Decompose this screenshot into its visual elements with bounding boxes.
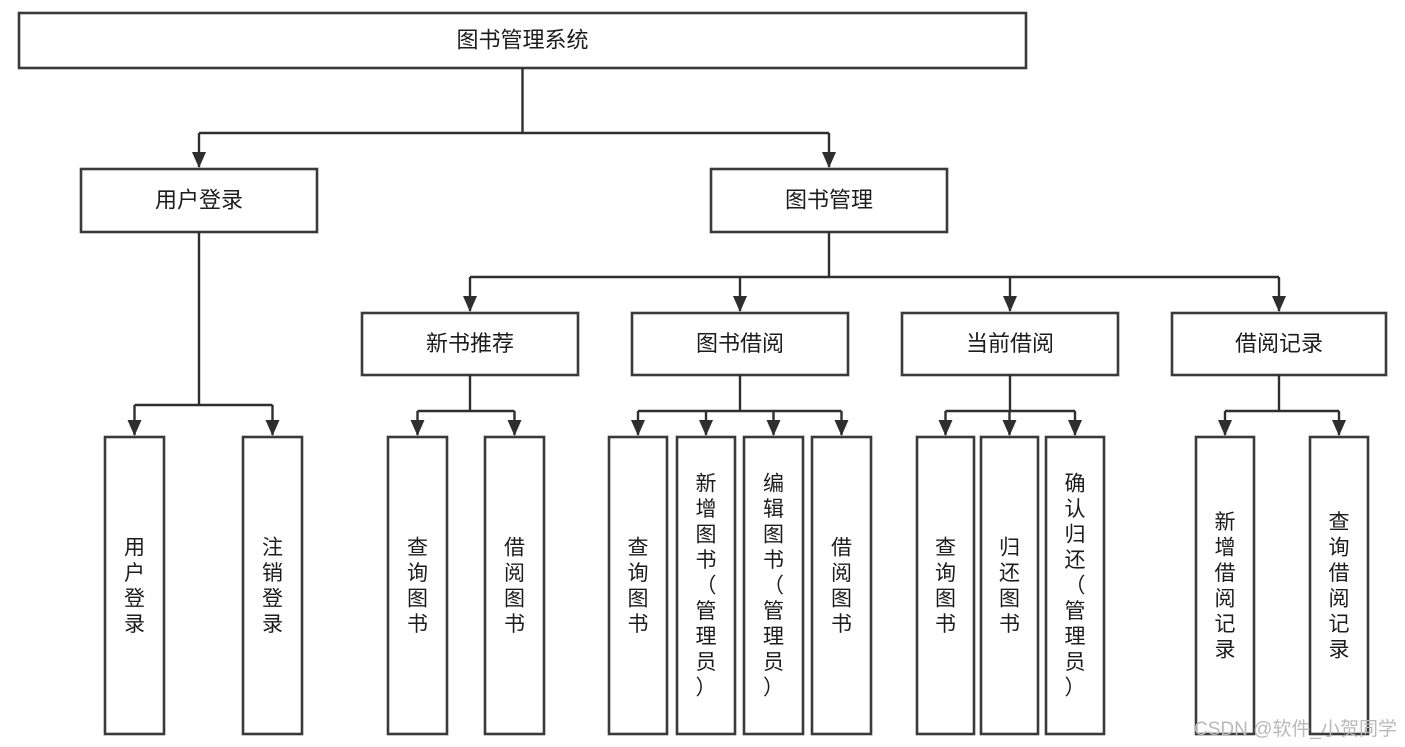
node-leaf-user-login-rect: [103, 435, 166, 736]
node-leaf-query-borrow-record-rect: [1308, 435, 1370, 736]
node-leaf-user-logout-rect: [241, 435, 304, 736]
node-user-login[interactable]: 用户登录: [79, 167, 319, 234]
arrow-to-leaf-user-login: [127, 420, 142, 436]
node-leaf-query-book-1[interactable]: 查询图书: [386, 435, 449, 736]
node-leaf-confirm-return-admin[interactable]: 确认归还（管理员）: [1044, 435, 1106, 736]
arrow-to-book-borrow: [733, 296, 747, 312]
node-leaf-query-book-1-label: 查询图书: [407, 536, 428, 636]
node-leaf-query-book-3[interactable]: 查询图书: [915, 435, 976, 736]
node-leaf-borrow-book-2-label: 借阅图书: [831, 536, 852, 636]
node-current-borrow-rect: [900, 311, 1120, 377]
node-leaf-return-book-rect: [979, 435, 1040, 736]
node-new-book-recommend-label: 新书推荐: [426, 331, 514, 356]
node-current-borrow-label: 当前借阅: [966, 331, 1054, 356]
arrow-to-leaf-confirm-return-admin: [1068, 420, 1082, 436]
node-leaf-add-borrow-record[interactable]: 新增借阅记录: [1194, 435, 1256, 736]
arrow-to-leaf-edit-book-admin: [766, 420, 781, 436]
node-leaf-edit-book-admin-rect: [742, 435, 805, 736]
node-leaf-query-borrow-record[interactable]: 查询借阅记录: [1308, 435, 1370, 736]
arrow-to-user-login: [192, 152, 206, 168]
arrow-to-leaf-borrow-book-2: [834, 420, 849, 436]
node-user-login-label: 用户登录: [155, 187, 243, 212]
arrow-to-leaf-add-book-admin: [699, 420, 713, 436]
node-new-book-recommend[interactable]: 新书推荐: [360, 311, 580, 377]
arrow-to-leaf-user-logout: [265, 420, 280, 436]
arrow-to-leaf-query-book-2: [631, 420, 645, 436]
node-leaf-add-book-admin[interactable]: 新增图书（管理员）: [675, 435, 737, 736]
arrow-to-leaf-add-borrow-record: [1218, 420, 1232, 436]
node-user-login-rect: [79, 167, 319, 234]
node-leaf-add-borrow-record-rect: [1194, 435, 1256, 736]
node-leaf-confirm-return-admin-label: 确认归还（管理员）: [1065, 473, 1086, 700]
node-leaf-user-login[interactable]: 用户登录: [103, 435, 166, 736]
arrow-to-current-borrow: [1003, 296, 1017, 312]
node-root[interactable]: 图书管理系统: [17, 11, 1028, 70]
node-leaf-query-book-1-rect: [386, 435, 449, 736]
node-leaf-edit-book-admin[interactable]: 编辑图书（管理员）: [742, 435, 805, 736]
watermark-text: CSDN @软件_小贺同学: [1194, 719, 1397, 740]
node-leaf-user-logout-label: 注销登录: [262, 536, 283, 636]
node-current-borrow[interactable]: 当前借阅: [900, 311, 1120, 377]
node-borrow-record-label: 借阅记录: [1235, 331, 1323, 356]
node-leaf-borrow-book-1[interactable]: 借阅图书: [483, 435, 546, 736]
node-root-label: 图书管理系统: [456, 27, 588, 52]
arrow-to-leaf-query-book-3: [938, 420, 953, 436]
node-book-manage[interactable]: 图书管理: [709, 167, 949, 234]
arrow-to-borrow-record: [1272, 296, 1286, 312]
node-leaf-query-book-2[interactable]: 查询图书: [607, 435, 669, 736]
node-leaf-add-borrow-record-label: 新增借阅记录: [1215, 511, 1236, 662]
arrow-to-leaf-return-book: [1002, 420, 1017, 436]
arrow-to-leaf-query-book-1: [410, 420, 425, 436]
node-leaf-query-borrow-record-label: 查询借阅记录: [1329, 511, 1350, 662]
node-book-manage-label: 图书管理: [785, 187, 873, 212]
node-leaf-add-book-admin-label: 新增图书（管理员）: [696, 473, 717, 700]
node-leaf-user-login-label: 用户登录: [124, 536, 145, 636]
node-leaf-query-book-3-rect: [915, 435, 976, 736]
node-root-rect: [17, 11, 1028, 70]
arrow-to-book-manage: [822, 152, 836, 168]
node-leaf-add-book-admin-rect: [675, 435, 737, 736]
arrow-to-leaf-query-borrow-record: [1332, 420, 1346, 436]
node-leaf-query-book-2-label: 查询图书: [628, 536, 649, 636]
node-book-borrow[interactable]: 图书借阅: [630, 311, 850, 377]
node-leaf-borrow-book-2[interactable]: 借阅图书: [810, 435, 873, 736]
node-new-book-recommend-rect: [360, 311, 580, 377]
node-leaf-return-book-label: 归还图书: [999, 536, 1020, 636]
node-leaf-borrow-book-1-label: 借阅图书: [504, 536, 525, 636]
node-leaf-query-book-2-rect: [607, 435, 669, 736]
node-leaf-borrow-book-2-rect: [810, 435, 873, 736]
node-leaf-borrow-book-1-rect: [483, 435, 546, 736]
node-borrow-record[interactable]: 借阅记录: [1170, 311, 1388, 377]
node-leaf-query-book-3-label: 查询图书: [935, 536, 956, 636]
node-leaf-confirm-return-admin-rect: [1044, 435, 1106, 736]
node-leaf-user-logout[interactable]: 注销登录: [241, 435, 304, 736]
node-leaf-return-book[interactable]: 归还图书: [979, 435, 1040, 736]
node-book-borrow-label: 图书借阅: [696, 331, 784, 356]
node-leaf-edit-book-admin-label: 编辑图书（管理员）: [763, 473, 784, 700]
arrow-to-new-book-recommend: [463, 296, 477, 312]
arrow-to-leaf-borrow-book-1: [507, 420, 522, 436]
